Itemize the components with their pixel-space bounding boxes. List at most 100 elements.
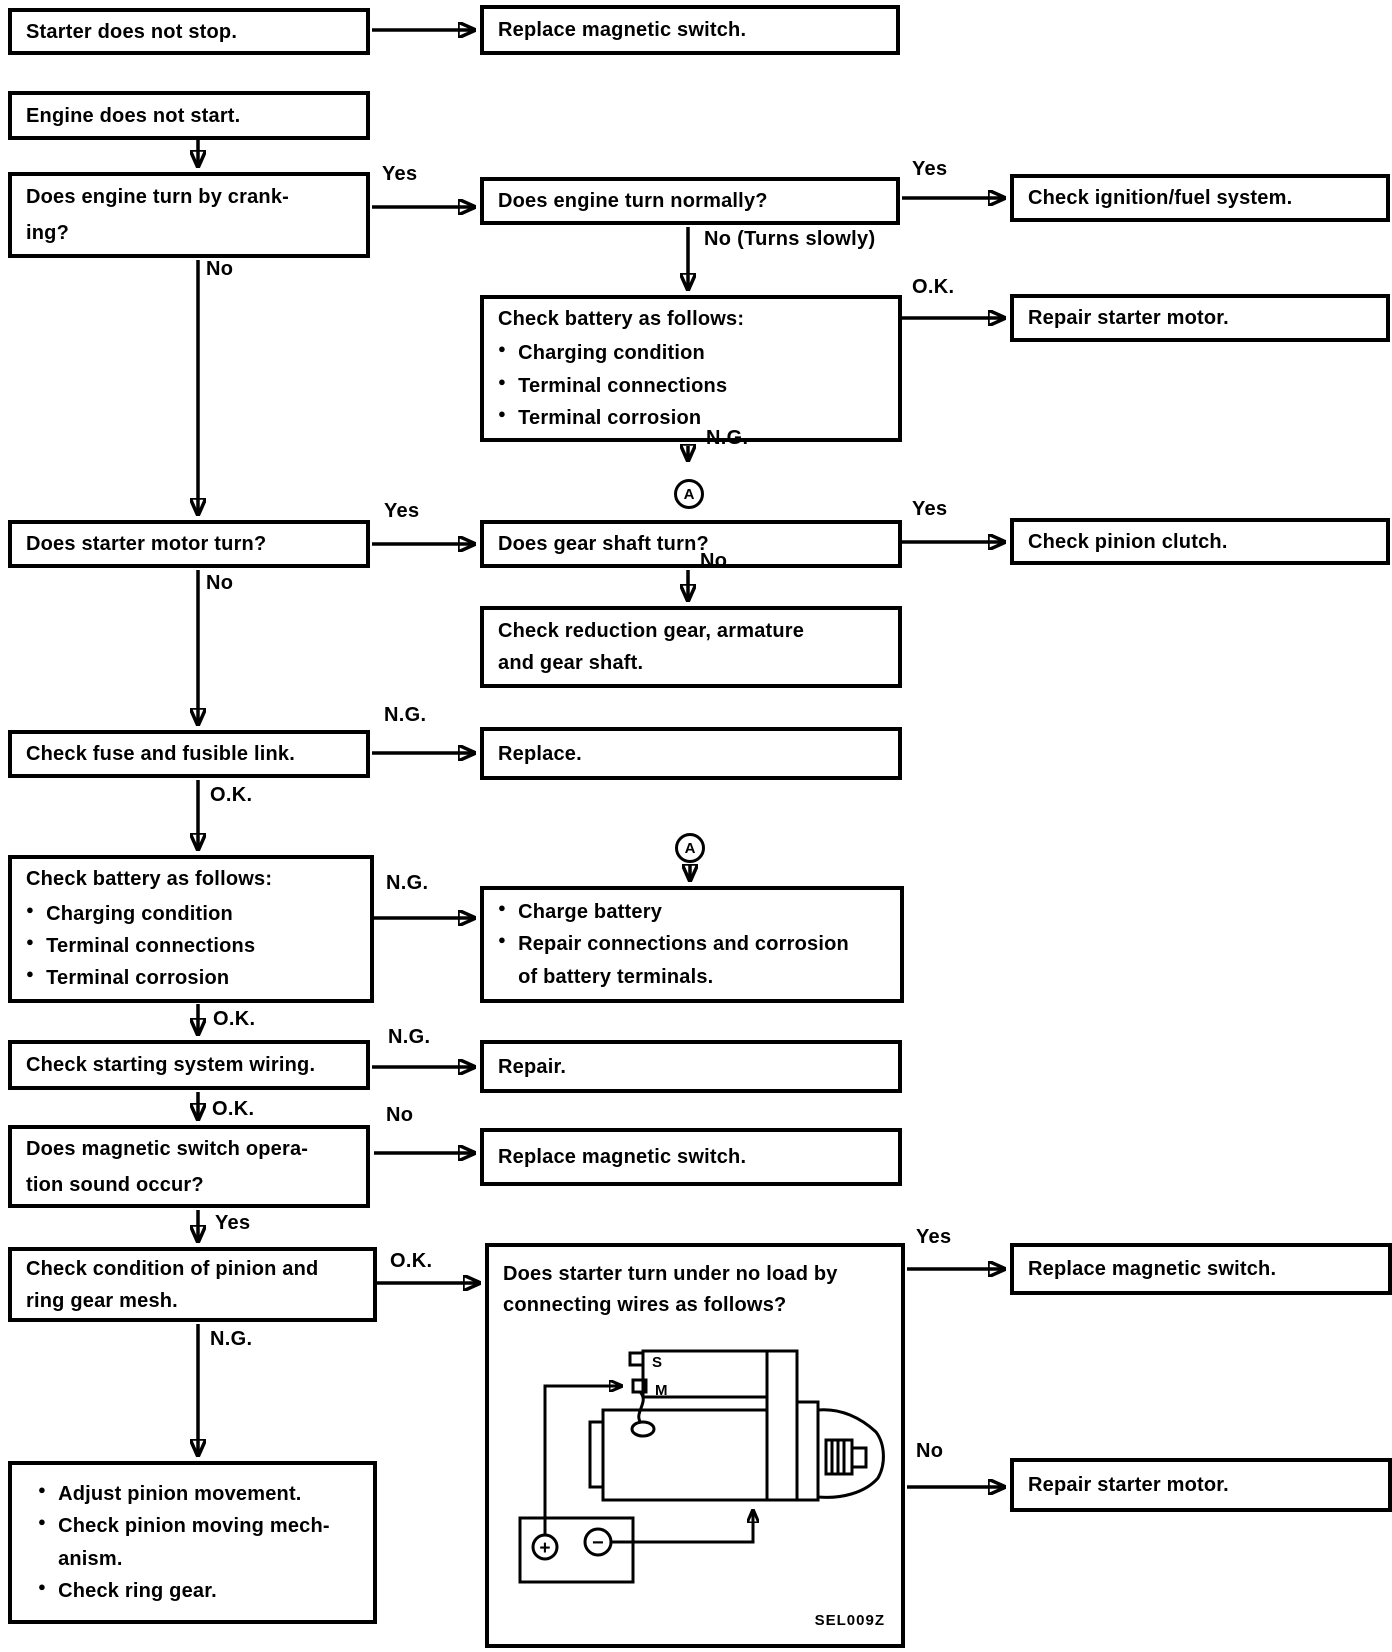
edge-label-fuse-ng: N.G.	[384, 704, 427, 726]
starter-motor-illustration: S M + −	[518, 1349, 885, 1584]
motor-lead-wire	[637, 1390, 645, 1424]
node-replace-magnetic-switch-bottom: Replace magnetic switch.	[1010, 1243, 1392, 1295]
connector-a-2: A	[675, 833, 705, 863]
node-does-magnetic-switch-sound: Does magnetic switch opera- tion sound o…	[8, 1125, 370, 1208]
edge-label-gear-shaft-no: No	[700, 550, 728, 572]
node-charge-battery: ● Charge battery ● Repair connections an…	[480, 886, 904, 1003]
node-does-engine-turn-by-cranking: Does engine turn by crank- ing?	[8, 172, 370, 258]
node-does-gear-shaft-turn: Does gear shaft turn?	[480, 520, 902, 568]
bullet-item: ● Adjust pinion movement.	[38, 1478, 359, 1510]
edge-label-wiring-ng: N.G.	[388, 1026, 431, 1048]
node-check-pinion-ring-gear-mesh: Check condition of pinion and ring gear …	[8, 1247, 377, 1322]
bullet-text: Charging condition	[518, 342, 705, 365]
bullet-text: Repair connections and corrosion of batt…	[518, 933, 849, 988]
edge-label-normally-no: No (Turns slowly)	[704, 228, 876, 250]
front-bracket	[795, 1400, 820, 1502]
node-adjust-pinion: ● Adjust pinion movement. ● Check pinion…	[8, 1461, 377, 1624]
motor-body	[601, 1408, 769, 1502]
bullet-icon: ●	[498, 899, 507, 915]
motor-end-cap	[588, 1420, 605, 1489]
node-does-engine-turn-normally: Does engine turn normally?	[480, 177, 900, 225]
bullet-text: Terminal corrosion	[518, 406, 702, 429]
edge-label-battery1-ng: N.G.	[706, 427, 749, 449]
node-starter-does-not-stop: Starter does not stop.	[8, 8, 370, 55]
edge-label-gear-shaft-yes: Yes	[912, 498, 948, 520]
node-replace-magnetic-switch-mid: Replace magnetic switch.	[480, 1128, 902, 1186]
bullet-item: ● Charging condition	[26, 898, 356, 930]
figure-code: SEL009Z	[814, 1611, 885, 1629]
node-check-pinion-clutch: Check pinion clutch.	[1010, 518, 1390, 565]
wire-plus-to-m	[543, 1386, 621, 1534]
edge-label-normally-yes: Yes	[912, 158, 948, 180]
pinion-shaft	[850, 1446, 868, 1469]
edge-label-fuse-ok: O.K.	[210, 784, 253, 806]
bullet-item: ● Check ring gear.	[38, 1575, 359, 1607]
edge-label-cranking-no: No	[206, 258, 234, 280]
node-check-starting-system-wiring: Check starting system wiring.	[8, 1040, 370, 1090]
edge-label-switch-sound-yes: Yes	[215, 1212, 251, 1234]
bullet-icon: ●	[38, 1481, 47, 1497]
node-title: Check battery as follows:	[498, 307, 745, 330]
edge-label-cranking-yes: Yes	[382, 163, 418, 185]
center-bracket	[765, 1349, 799, 1502]
node-replace: Replace.	[480, 727, 902, 780]
node-check-fuse-fusible-link: Check fuse and fusible link.	[8, 730, 370, 778]
bullet-item: ● Terminal corrosion	[26, 962, 356, 994]
bullet-text: Terminal connections	[46, 935, 256, 957]
node-check-ignition-fuel-system: Check ignition/fuel system.	[1010, 174, 1390, 222]
bullet-icon: ●	[498, 932, 507, 948]
edge-label-wiring-ok: O.K.	[212, 1098, 255, 1120]
node-engine-does-not-start: Engine does not start.	[8, 91, 370, 140]
terminal-s-label: S	[652, 1354, 662, 1371]
edge-label-battery2-ok: O.K.	[213, 1008, 256, 1030]
bullet-icon: ●	[498, 373, 507, 389]
edge-label-no-load-no: No	[916, 1440, 944, 1462]
node-title: Check battery as follows:	[26, 868, 273, 891]
motor-terminal	[630, 1420, 656, 1438]
battery	[518, 1516, 635, 1584]
edge-label-starter-turn-no: No	[206, 572, 234, 594]
node-title: Does starter turn under no load by conne…	[503, 1263, 838, 1316]
edge-label-battery2-ng: N.G.	[386, 872, 429, 894]
bullet-item: ● Terminal corrosion	[498, 402, 884, 434]
node-starter-no-load-test: Does starter turn under no load by conne…	[485, 1243, 905, 1648]
node-check-reduction-gear: Check reduction gear, armature and gear …	[480, 606, 902, 688]
bullet-item: ● Repair connections and corrosion of ba…	[498, 928, 886, 993]
edge-label-battery1-ok: O.K.	[912, 276, 955, 298]
battery-plus-sign: +	[539, 1538, 550, 1559]
node-repair-starter-motor-2: Repair starter motor.	[1010, 1458, 1392, 1512]
bullet-item: ● Terminal connections	[26, 930, 356, 962]
bullet-item: ● Charge battery	[498, 896, 886, 928]
bullet-text: Terminal connections	[518, 374, 728, 397]
bullet-icon: ●	[26, 966, 35, 982]
edge-label-mesh-ok: O.K.	[390, 1250, 433, 1272]
terminal-s-lug	[628, 1351, 645, 1367]
terminal-m-lug	[631, 1378, 648, 1394]
terminal-m-label: M	[655, 1382, 668, 1399]
bullet-text: Adjust pinion movement.	[58, 1482, 302, 1505]
wire-minus-to-body	[611, 1511, 753, 1544]
bullet-item: ● Check pinion moving mech- anism.	[38, 1510, 359, 1575]
starter-motor-drawing: S M + −	[518, 1349, 885, 1584]
bullet-icon: ●	[498, 405, 507, 421]
bullet-item: ● Terminal connections	[498, 370, 884, 402]
bullet-icon: ●	[26, 901, 35, 917]
node-check-battery-1: Check battery as follows: ● Charging con…	[480, 295, 902, 442]
node-check-battery-2: Check battery as follows: ● Charging con…	[8, 855, 374, 1003]
edge-label-starter-turn-yes: Yes	[384, 500, 420, 522]
edge-label-mesh-ng: N.G.	[210, 1328, 253, 1350]
edge-label-switch-sound-no: No	[386, 1104, 414, 1126]
flow-arrows	[198, 30, 1004, 1487]
bullet-text: Check pinion moving mech- anism.	[58, 1515, 330, 1570]
bullet-text: Charge battery	[518, 900, 663, 923]
bullet-text: Charging condition	[46, 902, 233, 925]
bullet-icon: ●	[38, 1514, 47, 1530]
bullet-icon: ●	[26, 934, 35, 949]
battery-minus-sign: −	[592, 1532, 604, 1554]
bullet-icon: ●	[38, 1578, 47, 1594]
bullet-icon: ●	[498, 341, 507, 357]
battery-plus-terminal	[531, 1533, 559, 1561]
node-does-starter-motor-turn: Does starter motor turn?	[8, 520, 370, 568]
